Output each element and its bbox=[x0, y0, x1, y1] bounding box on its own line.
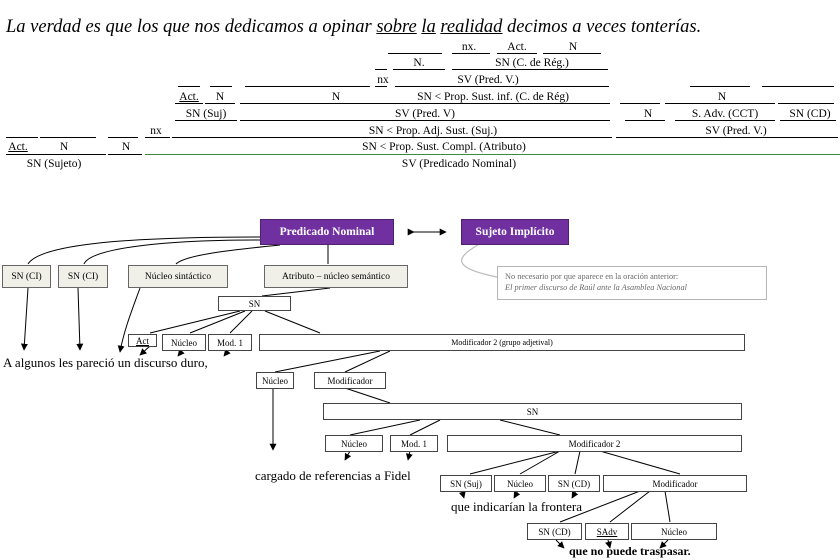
label-n: N bbox=[643, 108, 653, 120]
bracket-line bbox=[6, 154, 106, 155]
sn-box-1: SN bbox=[218, 296, 291, 311]
bracket-line bbox=[616, 137, 838, 138]
bracket-line bbox=[393, 69, 445, 70]
label-sn-suj: SN (Suj) bbox=[185, 108, 227, 120]
bracket-line-green bbox=[145, 154, 840, 155]
label-act: Act. bbox=[179, 91, 199, 103]
bracket-line bbox=[145, 137, 170, 138]
nucleo-box-3: Núcleo bbox=[325, 435, 383, 452]
modificador-box-1: Modificador bbox=[314, 372, 386, 389]
label-act: Act. bbox=[507, 41, 527, 53]
bracket-line bbox=[240, 120, 610, 121]
bracket-line bbox=[452, 69, 608, 70]
bracket-line bbox=[108, 137, 138, 138]
label-sn-prop-sust-inf: SN < Prop. Sust. inf. (C. de Rég) bbox=[417, 91, 569, 103]
nucleo-box-1: Núcleo bbox=[162, 334, 206, 351]
label-sn-sujeto: SN (Sujeto) bbox=[26, 158, 82, 170]
label-sn-prop-adj: SN < Prop. Adj. Sust. (Suj.) bbox=[368, 125, 498, 137]
bracket-line bbox=[452, 53, 490, 54]
label-sv-predv: SV (Pred. V.) bbox=[705, 125, 767, 137]
bracket-line bbox=[240, 103, 610, 104]
mod1-box-1: Mod. 1 bbox=[208, 334, 252, 351]
sn-cd-box-1: SN (CD) bbox=[548, 475, 600, 492]
label-sn-creg: SN (C. de Rég.) bbox=[495, 57, 569, 69]
sentence-fragment-4: que no puede traspasar. bbox=[569, 544, 691, 558]
label-nx: nx bbox=[150, 125, 162, 137]
bracket-line bbox=[6, 137, 38, 138]
bracket-line bbox=[497, 53, 537, 54]
atributo-box: Atributo – núcleo semántico bbox=[264, 265, 408, 288]
sentence-fragment-2: cargado de referencias a Fidel bbox=[255, 468, 411, 483]
modificador-box-2: Modificador bbox=[603, 475, 747, 492]
bracket-line bbox=[625, 120, 665, 121]
bracket-line bbox=[175, 120, 237, 121]
bracket-line bbox=[175, 103, 203, 104]
bracket-line bbox=[210, 86, 232, 87]
label-n: N bbox=[331, 91, 341, 103]
bracket-line bbox=[543, 53, 601, 54]
label-act: Act. bbox=[8, 141, 28, 153]
analyzed-sentence: La verdad es que los que nos dedicamos a… bbox=[6, 17, 702, 37]
label-sadv-cct: S. Adv. (CCT) bbox=[691, 108, 759, 120]
label-n: N. bbox=[413, 57, 425, 69]
bracket-line bbox=[778, 103, 834, 104]
note-line-2: El primer discurso de Raúl ante la Asamb… bbox=[505, 283, 687, 293]
label-sv-predv: SV (Pred. V) bbox=[395, 108, 455, 120]
sn-ci-box-2: SN (CI) bbox=[58, 265, 108, 288]
sujeto-implicito-box: Sujeto Implícito bbox=[461, 219, 569, 245]
bracket-line bbox=[172, 137, 612, 138]
act-box: Act bbox=[128, 334, 157, 347]
modificador2-grupo-box: Modificador 2 (grupo adjetival) bbox=[259, 334, 745, 351]
mod1-box-2: Mod. 1 bbox=[390, 435, 438, 452]
bracket-line bbox=[690, 86, 750, 87]
sn-suj-box: SN (Suj) bbox=[440, 475, 492, 492]
bracket-line bbox=[675, 120, 775, 121]
label-n: N bbox=[59, 141, 69, 153]
bracket-line bbox=[375, 69, 387, 70]
modificador2-box: Modificador 2 bbox=[447, 435, 742, 452]
nucleo-sintactico-box: Núcleo sintáctico bbox=[128, 265, 228, 288]
label-nx: nx bbox=[377, 74, 389, 86]
label-sv-predv: SV (Pred. V.) bbox=[457, 74, 519, 86]
bracket-line bbox=[762, 86, 834, 87]
bracket-line bbox=[780, 120, 836, 121]
note-line-1: No necesario por que aparece en la oraci… bbox=[505, 272, 679, 281]
nucleo-box-5: Núcleo bbox=[631, 523, 717, 540]
label-nx: nx. bbox=[461, 41, 477, 53]
bracket-line bbox=[245, 86, 370, 87]
sn-box-2: SN bbox=[323, 403, 742, 420]
bracket-line bbox=[375, 86, 387, 87]
bracket-line bbox=[665, 103, 775, 104]
label-sn-prop-sust-compl: SN < Prop. Sust. Compl. (Atributo) bbox=[362, 141, 526, 153]
bracket-line bbox=[205, 103, 235, 104]
bracket-line bbox=[40, 137, 96, 138]
bracket-line bbox=[620, 103, 660, 104]
bracket-line bbox=[388, 53, 442, 54]
bracket-line bbox=[108, 154, 142, 155]
implicit-subject-note: No necesario por que aparece en la oraci… bbox=[497, 266, 767, 300]
label-sv-predicado-nominal: SV (Predicado Nominal) bbox=[401, 158, 517, 170]
bracket-line bbox=[178, 86, 200, 87]
sn-cd-box-2: SN (CD) bbox=[527, 523, 582, 540]
sentence-fragment-1: A algunos les pareció un discurso duro, bbox=[3, 355, 208, 370]
label-sn-cd: SN (CD) bbox=[789, 108, 831, 120]
nucleo-box-4: Núcleo bbox=[494, 475, 546, 492]
bracket-line bbox=[395, 86, 609, 87]
predicado-nominal-box: Predicado Nominal bbox=[260, 219, 394, 245]
label-n: N bbox=[121, 141, 131, 153]
label-n: N bbox=[215, 91, 225, 103]
label-n: N bbox=[717, 91, 727, 103]
sn-ci-box-1: SN (CI) bbox=[2, 265, 51, 288]
nucleo-box-2: Núcleo bbox=[256, 372, 294, 389]
sentence-fragment-3: que indicarían la frontera bbox=[451, 499, 583, 514]
label-n: N bbox=[568, 41, 578, 53]
sadv-box: SAdv bbox=[585, 523, 629, 540]
